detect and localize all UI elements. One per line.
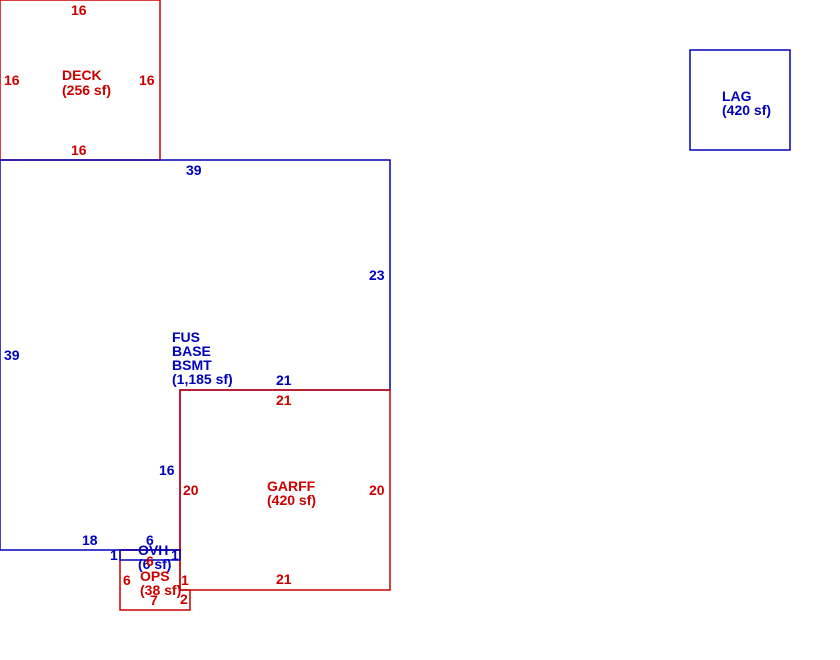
- main-label-bsmt: BSMT: [172, 357, 212, 373]
- ops-name: OPS: [140, 568, 170, 584]
- dim-main-step-left: 16: [159, 462, 175, 478]
- ovh-outline: [119, 549, 181, 561]
- dim-main-step-top: 21: [276, 372, 292, 388]
- lag-outline: [689, 49, 791, 151]
- dim-ovh-top: 6: [146, 532, 154, 548]
- dim-deck-bottom: 16: [71, 142, 87, 158]
- dim-ops-left: 6: [123, 572, 131, 588]
- dim-garff-right: 20: [369, 482, 385, 498]
- garff-area: (420 sf): [267, 492, 316, 508]
- main-label-base: BASE: [172, 343, 211, 359]
- ovh-name: OVH: [138, 542, 168, 558]
- dim-ops-right2: 2: [180, 591, 188, 607]
- main-area: (1,185 sf): [172, 371, 233, 387]
- lag-name: LAG: [722, 88, 752, 104]
- dim-ovh-left: 1: [110, 547, 118, 563]
- main-label-fus: FUS: [172, 329, 200, 345]
- dim-main-right: 23: [369, 267, 385, 283]
- dim-deck-top: 16: [71, 2, 87, 18]
- dim-ops-bottom: 7: [150, 592, 158, 608]
- ovh-area: (6 sf): [138, 556, 171, 572]
- dim-ops-right: 1: [181, 572, 189, 588]
- dim-ovh-bottom: 6: [146, 553, 154, 569]
- garage-outline: [179, 389, 391, 591]
- dim-garff-left: 20: [183, 482, 199, 498]
- dim-ovh-right: 1: [171, 547, 179, 563]
- ops-area: (38 sf): [140, 582, 181, 598]
- garff-name: GARFF: [267, 478, 316, 494]
- dim-main-bottom: 18: [82, 532, 98, 548]
- dim-garff-top: 21: [276, 392, 292, 408]
- deck-name: DECK: [62, 67, 102, 83]
- dim-main-left: 39: [4, 347, 20, 363]
- dim-main-top: 39: [186, 162, 202, 178]
- dim-garff-bottom: 21: [276, 571, 292, 587]
- deck-area: (256 sf): [62, 82, 111, 98]
- dim-deck-right: 16: [139, 72, 155, 88]
- lag-area: (420 sf): [722, 102, 771, 118]
- dim-deck-left: 16: [4, 72, 20, 88]
